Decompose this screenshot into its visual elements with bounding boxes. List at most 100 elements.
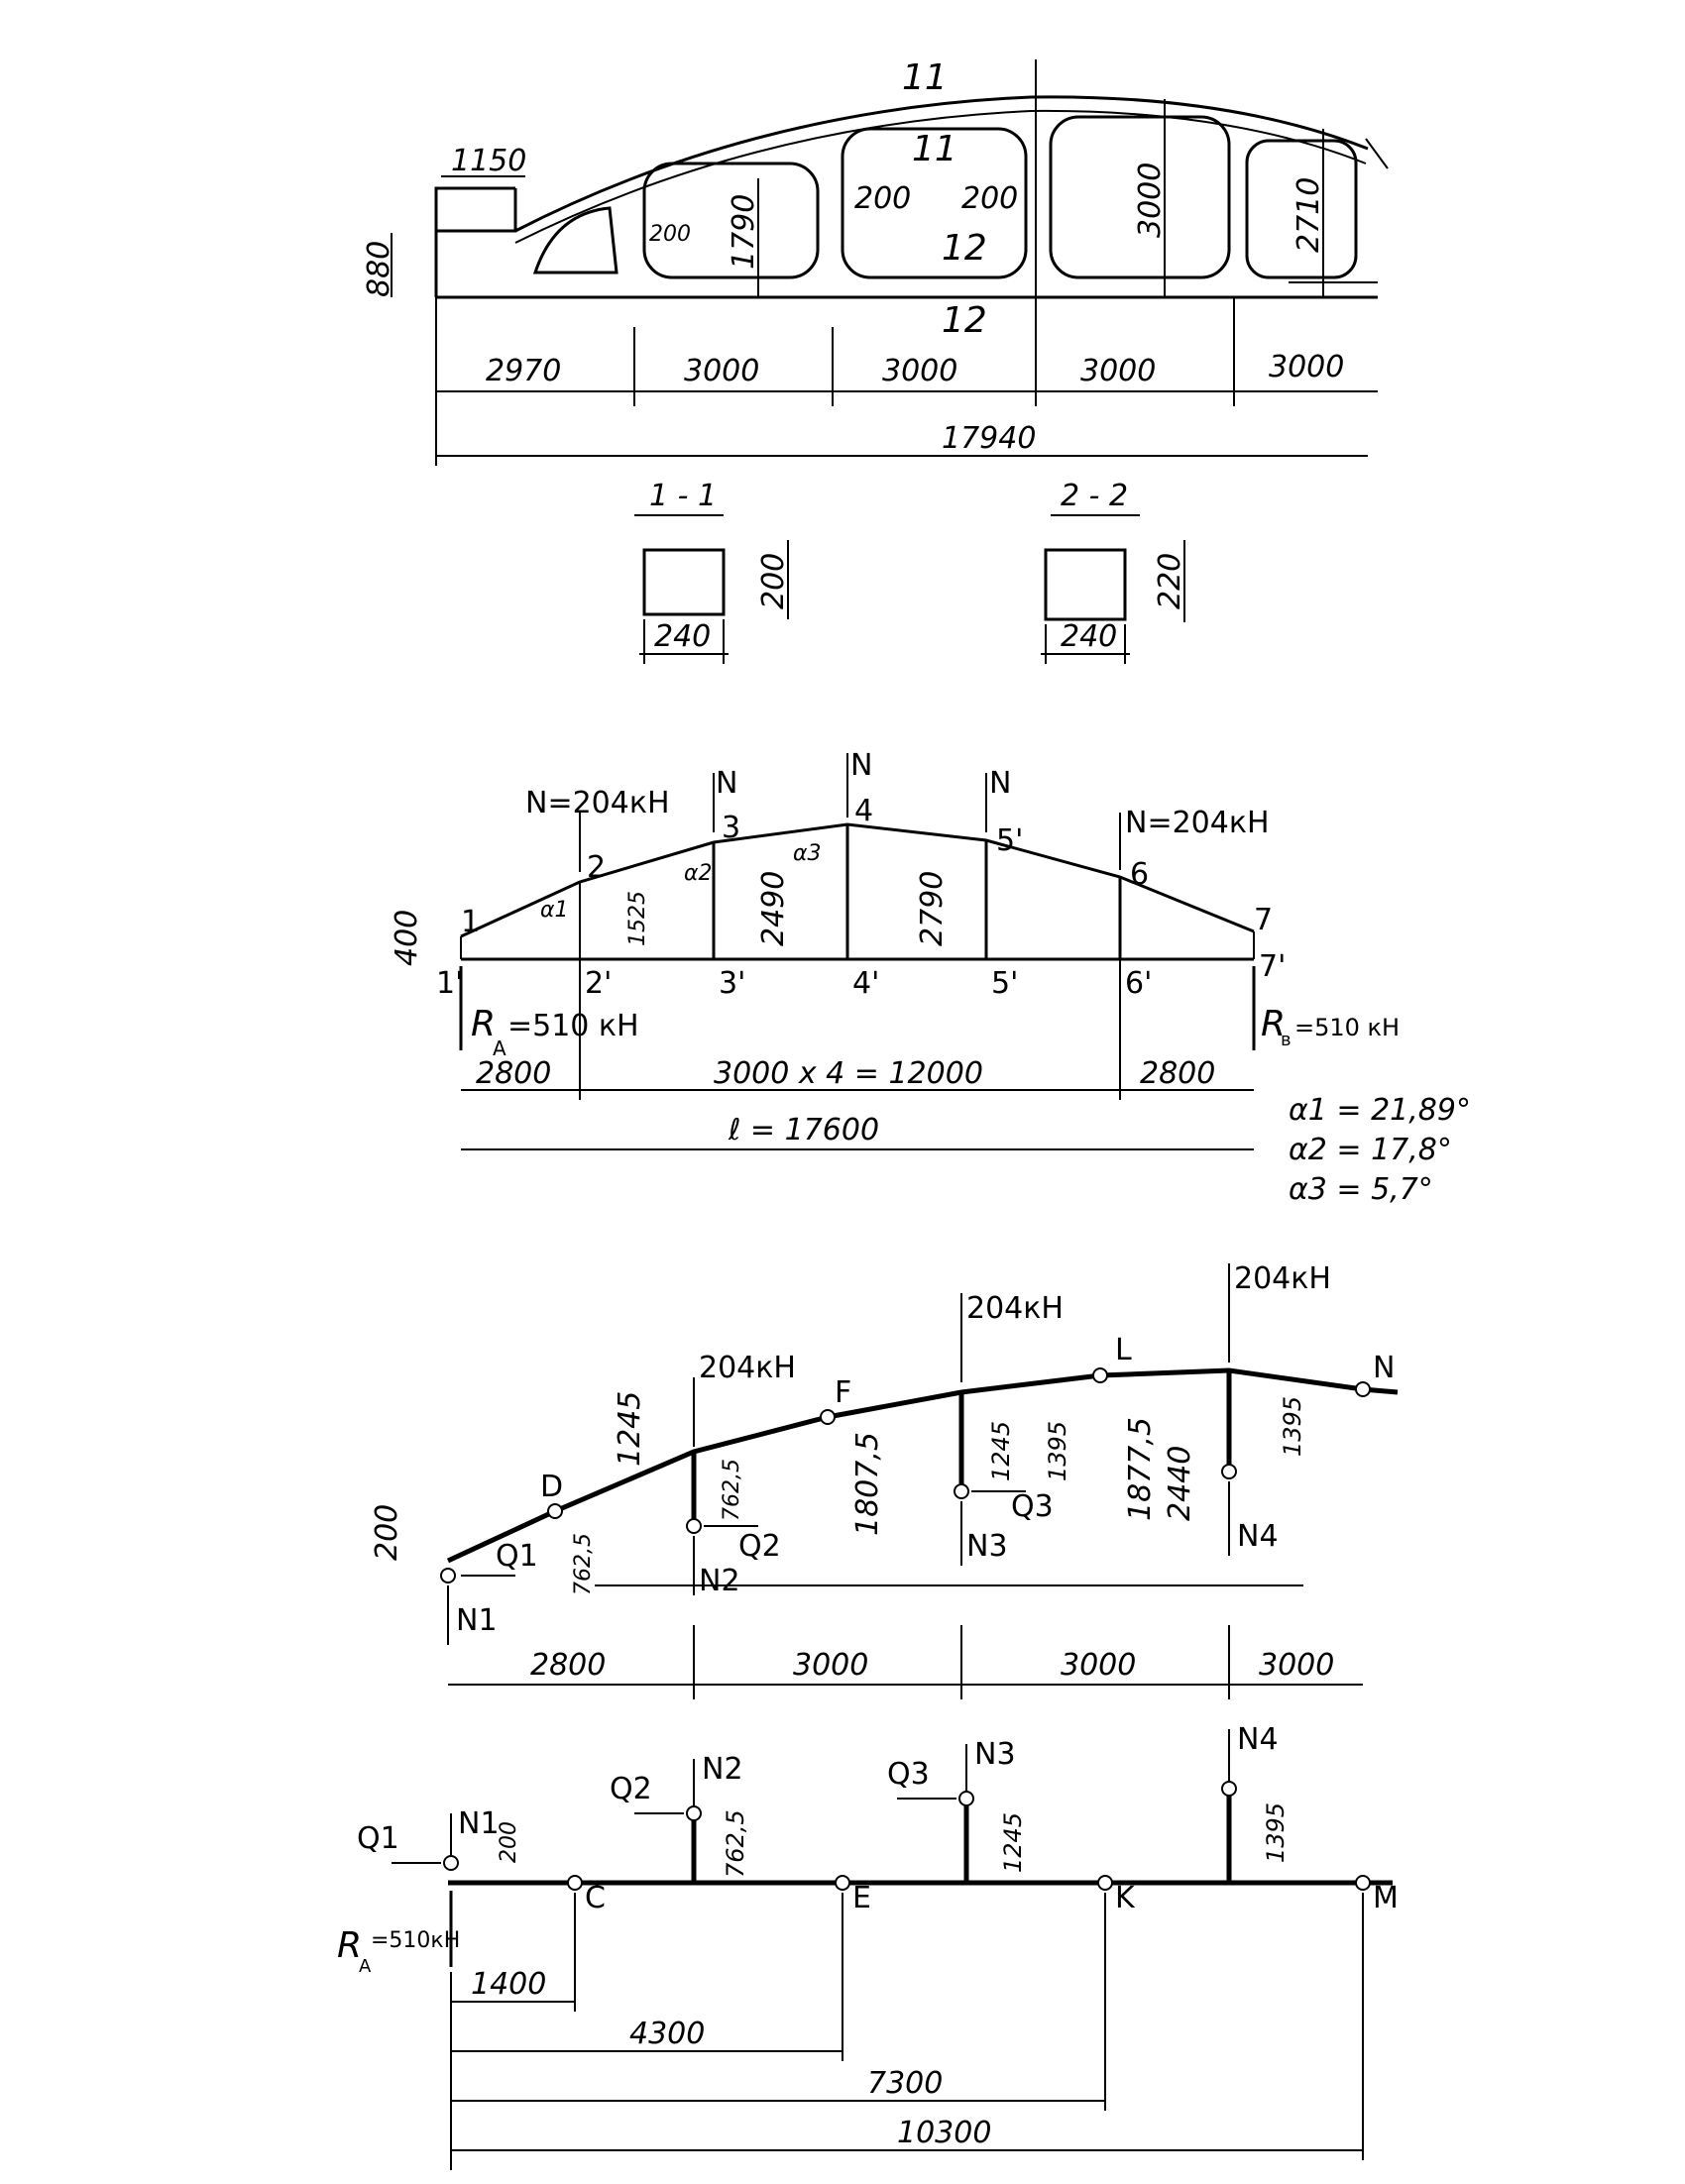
section-mark-2-top: 12 [942,228,987,269]
node-3p: 3' [719,966,745,1001]
node-4: 4 [854,794,873,828]
node-2: 2 [587,850,606,885]
upper-d1877: 1877,5 [1123,1417,1158,1521]
upper-N3: N3 [966,1529,1008,1564]
alpha-3: α3 [793,841,822,866]
opening-2 [642,162,820,279]
lower-N2: N2 [702,1752,743,1787]
section-2-width: 240 [1061,619,1117,654]
upper-d1245-a: 1245 [613,1391,647,1467]
lower-node-N2 [686,1805,702,1821]
node-N4 [1221,1464,1237,1479]
label-M: M [1373,1881,1399,1915]
label-F: F [835,1375,851,1410]
lower-ra-sub: A [359,1956,372,1977]
reaction-a-label: R [471,1004,496,1044]
load-right: N=204кН [1125,806,1270,840]
panel-5: 3000 [1269,350,1344,384]
lower-node-N3 [958,1791,974,1806]
cross-sections: 1 - 1 240 200 2 - 2 240 220 [634,479,1187,664]
lower-node-N4 [1221,1781,1237,1797]
node-2p: 2' [585,966,612,1001]
dim-2710: 2710 [1292,177,1326,253]
upper-d2440: 2440 [1163,1446,1197,1521]
upper-load-1: 204кН [699,1351,796,1385]
node-7: 7 [1254,903,1273,937]
lower-d1395: 1395 [1262,1802,1290,1863]
upper-d1807: 1807,5 [850,1432,885,1536]
opening-3 [841,127,1028,279]
node-1p: 1' [436,966,463,1001]
lower-dim-1: 1400 [471,1967,546,2002]
point-K-marker [1097,1875,1113,1891]
upper-Q3: Q3 [1011,1489,1054,1524]
upper-d1245-b: 1245 [987,1421,1015,1481]
h-2490: 2490 [756,871,791,946]
upper-d1395-b: 1395 [1279,1396,1306,1457]
angle-3: α3 = 5,7° [1289,1172,1433,1207]
upper-Q2: Q2 [738,1529,781,1564]
reaction-a-sub: A [493,1037,506,1060]
dim-200-c: 200 [961,181,1018,216]
label-N: N [1373,1351,1395,1385]
reaction-b-label: R [1261,1004,1286,1044]
h-400: 400 [390,910,424,966]
lower-d200: 200 [497,1821,521,1863]
panel-2: 3000 [684,354,759,388]
support-top [434,186,515,231]
node-7p: 7' [1259,949,1286,984]
angle-2: α2 = 17,8° [1289,1133,1452,1167]
lower-N3: N3 [974,1737,1016,1772]
load-N4: N [850,748,872,783]
span-total: ℓ = 17600 [728,1113,879,1147]
dim-1150: 1150 [451,144,526,178]
lower-N1: N1 [458,1806,500,1841]
upper-Q1: Q1 [496,1539,538,1574]
span-left: 2800 [476,1056,551,1091]
section-mark-2-bot: 12 [942,300,987,341]
lower-N4: N4 [1237,1722,1279,1757]
span-mid: 3000 x 4 = 12000 [714,1056,983,1091]
label-E: E [852,1881,871,1915]
node-1: 1 [461,905,480,939]
support-end [434,188,517,297]
point-C-marker [567,1875,583,1891]
node-N3 [954,1483,969,1499]
dim-1790: 1790 [727,194,761,270]
alpha-1: α1 [540,898,569,923]
section-1-rect [642,548,726,616]
design-scheme: N=204кН N N N N=204кН 1 2 3 4 5' 6 7 1' … [390,748,1471,1207]
top-chord-inner [514,109,1367,244]
section-mark-1-bot: 11 [912,129,957,169]
section-2-title: 2 - 2 [1061,479,1128,513]
upper-load-3: 204кН [1234,1261,1331,1296]
upper-d762-a: 762,5 [720,1459,744,1521]
lower-d762: 762,5 [722,1809,749,1878]
break-line [1365,138,1389,169]
load-N5: N [989,766,1011,801]
lower-dim-2: 4300 [629,2017,705,2051]
alpha-2: α2 [684,861,713,886]
lower-chord-diagram: C E K M Q1 Q2 Q3 N1 N2 N3 N4 200 762,5 1… [337,1722,1399,2170]
node-5: 5' [996,823,1023,858]
section-2-rect [1044,548,1127,621]
node-6p: 6' [1125,966,1152,1001]
truss-elevation: 1150 880 200 200 200 1790 3000 2710 11 1… [362,57,1389,466]
lower-Q3: Q3 [887,1757,930,1792]
upper-span-4: 3000 [1259,1648,1334,1683]
point-D-marker [547,1503,563,1519]
panel-4: 3000 [1080,354,1156,388]
reaction-a-value: =510 кН [507,1009,639,1043]
load-left: N=204кН [525,786,670,820]
upper-d1395-a: 1395 [1044,1421,1071,1481]
node-5p: 5' [991,966,1018,1001]
node-6: 6 [1130,857,1149,892]
node-4p: 4' [852,966,879,1001]
opening-4 [1049,115,1231,279]
dim-200-a: 200 [649,222,691,247]
upper-N2: N2 [699,1564,740,1598]
node-N2 [686,1518,702,1534]
panel-1: 2970 [486,354,561,388]
